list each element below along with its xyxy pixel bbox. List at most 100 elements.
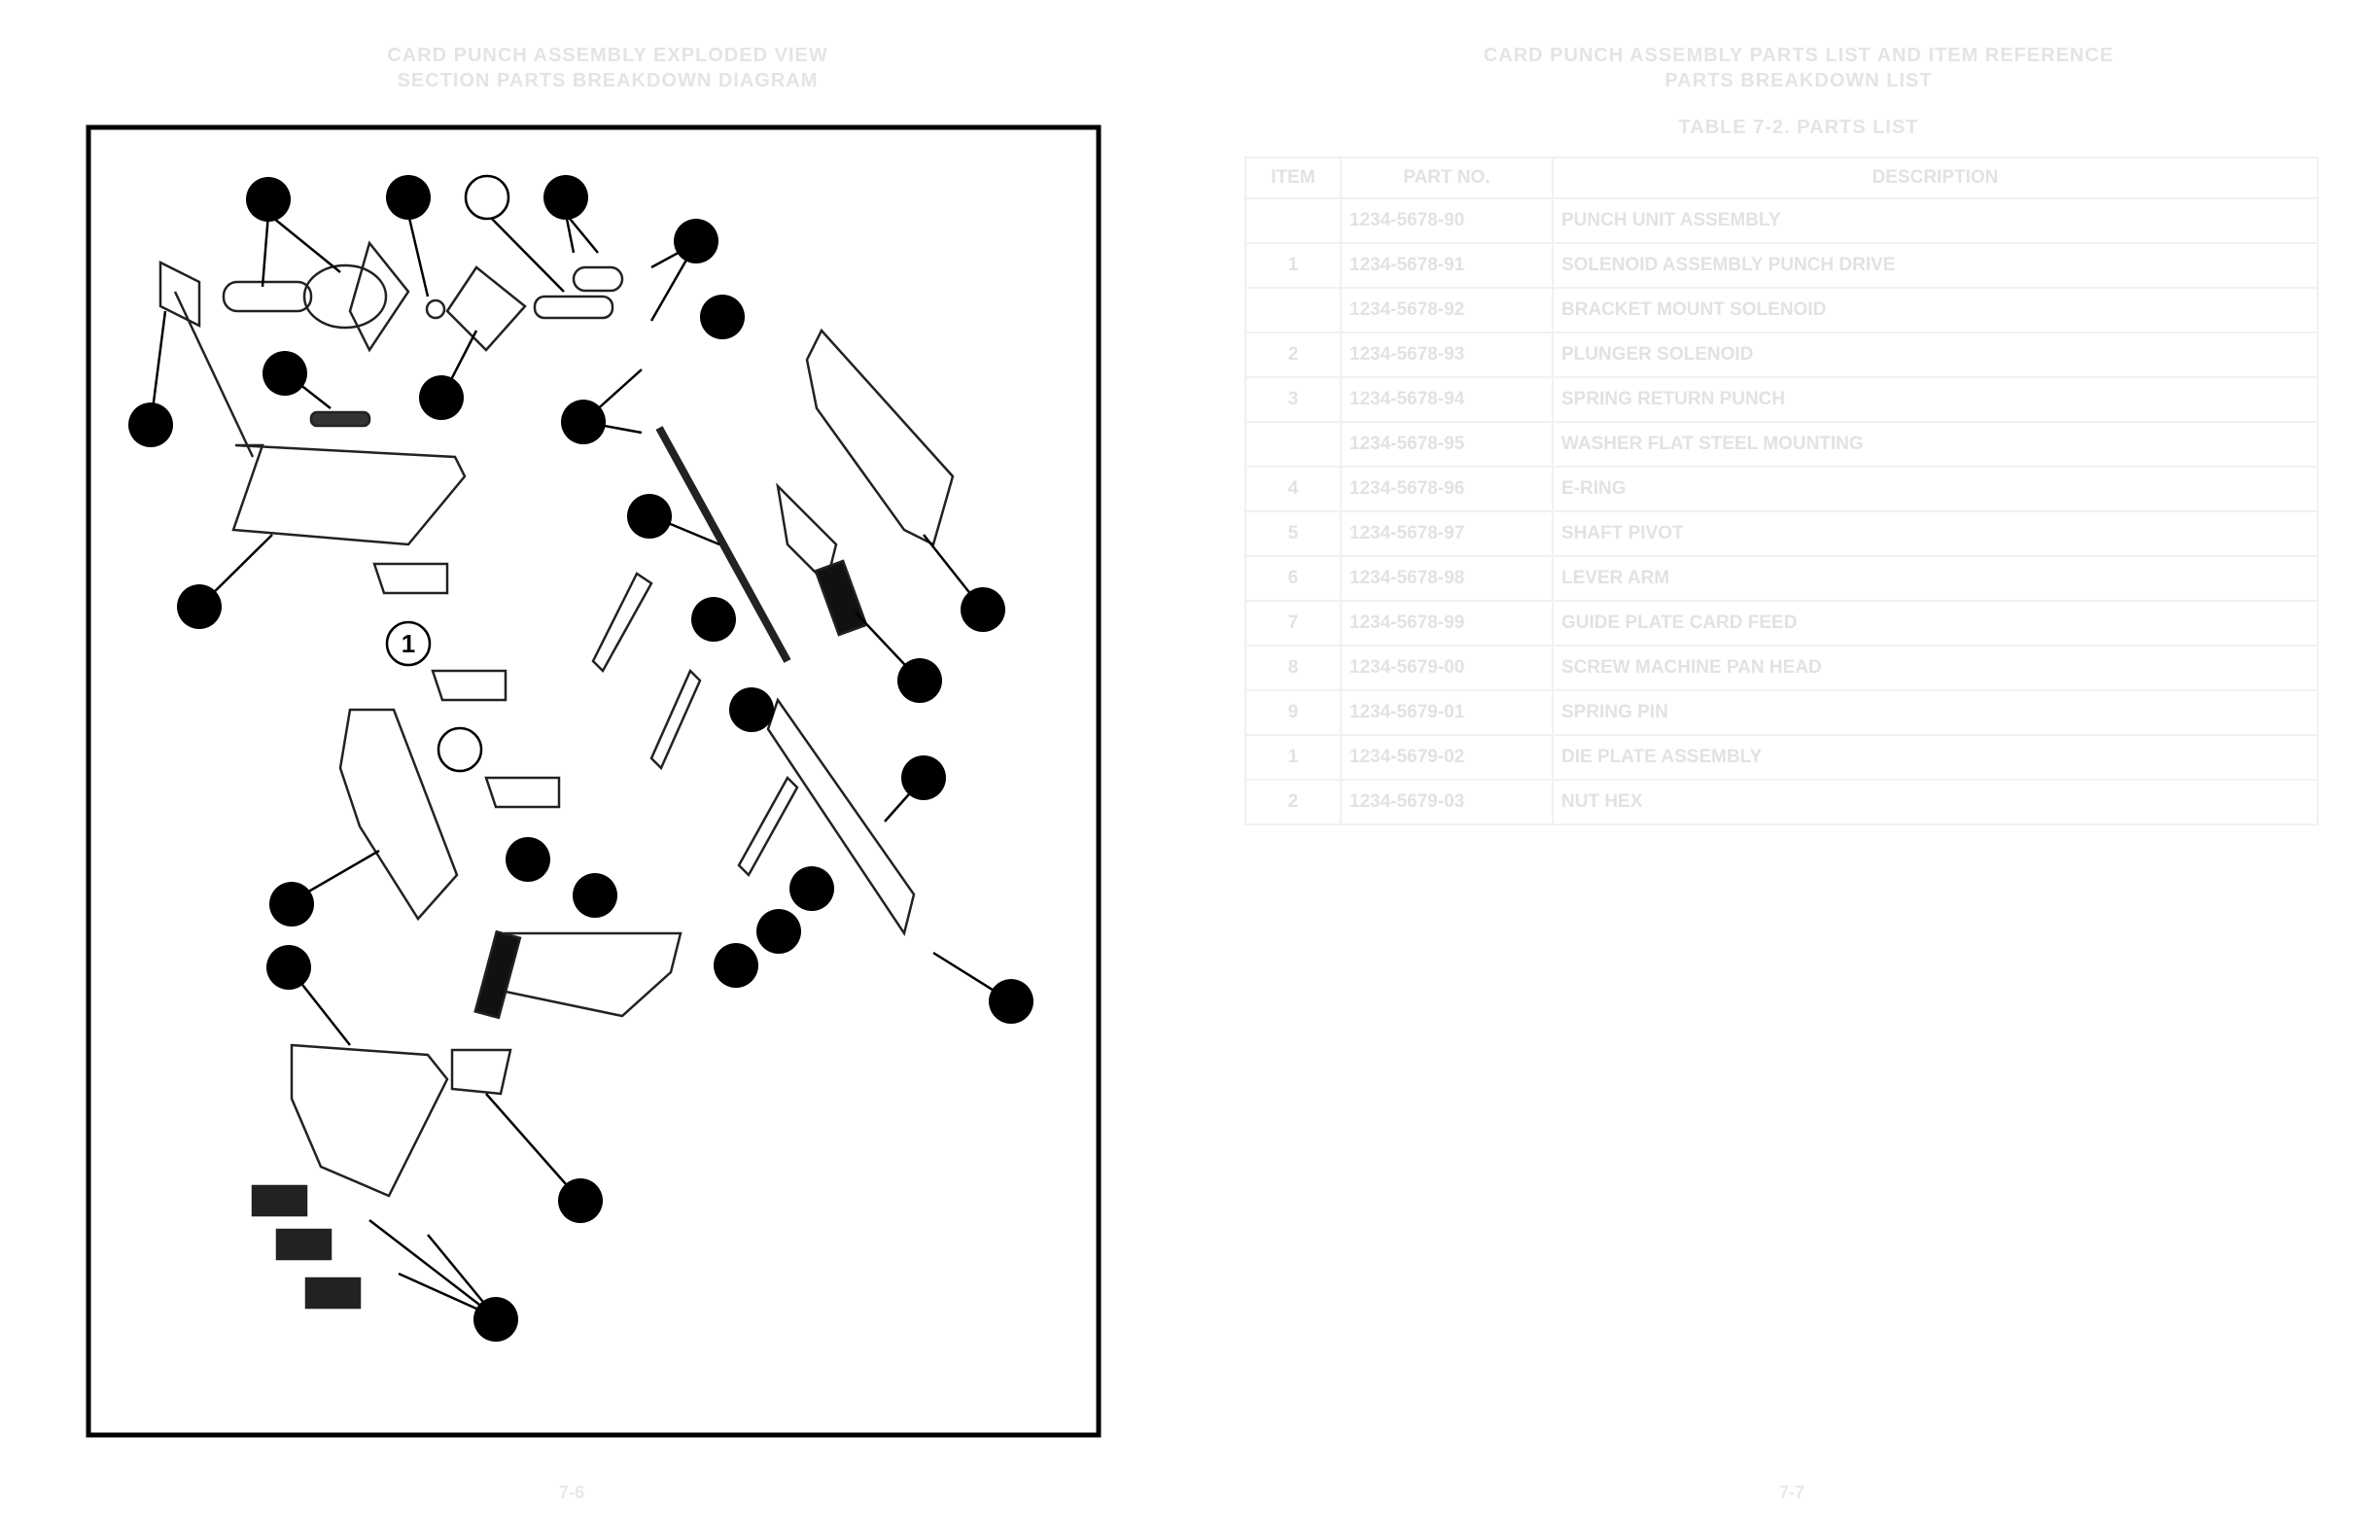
guide-2 [649,668,702,771]
cell-part-no: 1234-5678-95 [1340,421,1554,468]
guide-3 [737,775,799,878]
bottom-plate [290,1043,449,1198]
callout-marker [473,1297,518,1342]
callout-marker [700,295,745,339]
title-line: CARD PUNCH ASSEMBLY PARTS LIST AND ITEM … [1483,45,2115,66]
callout-marker [729,687,774,732]
cell-part-no: 1234-5679-00 [1340,645,1554,691]
cell-item: 2 [1244,332,1342,378]
callout-marker [506,837,550,882]
callout-marker [756,909,801,954]
callout-marker-labeled [385,620,432,667]
callout-marker [901,755,946,800]
dark-block [814,559,868,637]
cell-item: 9 [1244,689,1342,736]
dark-bar [473,929,522,1020]
callout-label: 1 [402,629,415,658]
cell-part-no: 1234-5678-91 [1340,242,1554,289]
spring [309,410,371,428]
slide-2 [431,669,508,702]
header-part-no: PART NO. [1340,157,1554,199]
cell-part-no: 1234-5678-96 [1340,466,1554,512]
callout-marker [961,587,1005,632]
cell-description: PLUNGER SOLENOID [1552,332,2319,378]
cell-item: 5 [1244,510,1342,557]
cell-part-no: 1234-5678-97 [1340,510,1554,557]
title-line: CARD PUNCH ASSEMBLY EXPLODED VIEW [387,45,828,66]
cell-item [1244,197,1342,244]
header-description: DESCRIPTION [1552,157,2319,199]
slide-1 [372,562,449,595]
cell-description: BRACKET MOUNT SOLENOID [1552,287,2319,333]
switch-3 [304,1277,362,1310]
callout-marker [561,400,606,444]
part-drawings [158,240,955,1310]
cell-description: DIE PLATE ASSEMBLY [1552,734,2319,781]
right-page-title: CARD PUNCH ASSEMBLY PARTS LIST AND ITEM … [1361,43,2236,93]
channel [338,708,459,922]
cell-item [1244,421,1342,468]
cell-description: SHAFT PIVOT [1552,510,2319,557]
cell-part-no: 1234-5678-99 [1340,600,1554,647]
title-line: PARTS BREAKDOWN LIST [1664,70,1933,91]
base-bracket [231,443,467,546]
callout-marker [989,979,1033,1024]
callout-marker [714,943,758,988]
switch-2 [275,1228,332,1261]
solenoid-coil [302,263,388,330]
mount-plate [445,265,527,352]
cell-part-no: 1234-5678-90 [1340,197,1554,244]
washer [425,298,446,320]
cell-description: SOLENOID ASSEMBLY PUNCH DRIVE [1552,242,2319,289]
leader-lines [149,213,1012,1319]
left-page-title: CARD PUNCH ASSEMBLY EXPLODED VIEW SECTIO… [340,43,875,93]
cell-item [1244,287,1342,333]
solenoid-plate [348,240,410,353]
callout-marker-open [464,174,510,221]
cell-description: SCREW MACHINE PAN HEAD [1552,645,2319,691]
cell-description: LEVER ARM [1552,555,2319,602]
cell-part-no: 1234-5679-01 [1340,689,1554,736]
cell-item: 1 [1244,242,1342,289]
callout-marker [789,866,834,911]
callout-marker [543,175,588,220]
callout-marker [177,584,222,629]
pin [533,295,614,320]
callout-marker [627,494,672,539]
cell-description: PUNCH UNIT ASSEMBLY [1552,197,2319,244]
small-bracket [450,1048,512,1096]
callout-marker [386,175,431,220]
slide-3 [484,776,561,809]
table-header-row: ITEM PART NO. DESCRIPTION [1244,157,2319,199]
callout-marker [269,882,314,927]
cell-part-no: 1234-5678-98 [1340,555,1554,602]
cell-item: 6 [1244,555,1342,602]
cell-description: SPRING RETURN PUNCH [1552,376,2319,423]
callout-marker [266,945,311,990]
cell-part-no: 1234-5679-02 [1340,734,1554,781]
cell-item: 3 [1244,376,1342,423]
callout-marker [262,351,307,396]
callout-marker [246,177,291,222]
cell-description: E-RING [1552,466,2319,512]
cell-part-no: 1234-5678-92 [1340,287,1554,333]
shaft [655,426,791,663]
link [572,265,624,293]
callout-marker-open [437,726,483,773]
cell-description: NUT HEX [1552,779,2319,825]
lever-arm [766,697,916,937]
cell-description: WASHER FLAT STEEL MOUNTING [1552,421,2319,468]
left-page-number: 7-6 [559,1483,585,1502]
